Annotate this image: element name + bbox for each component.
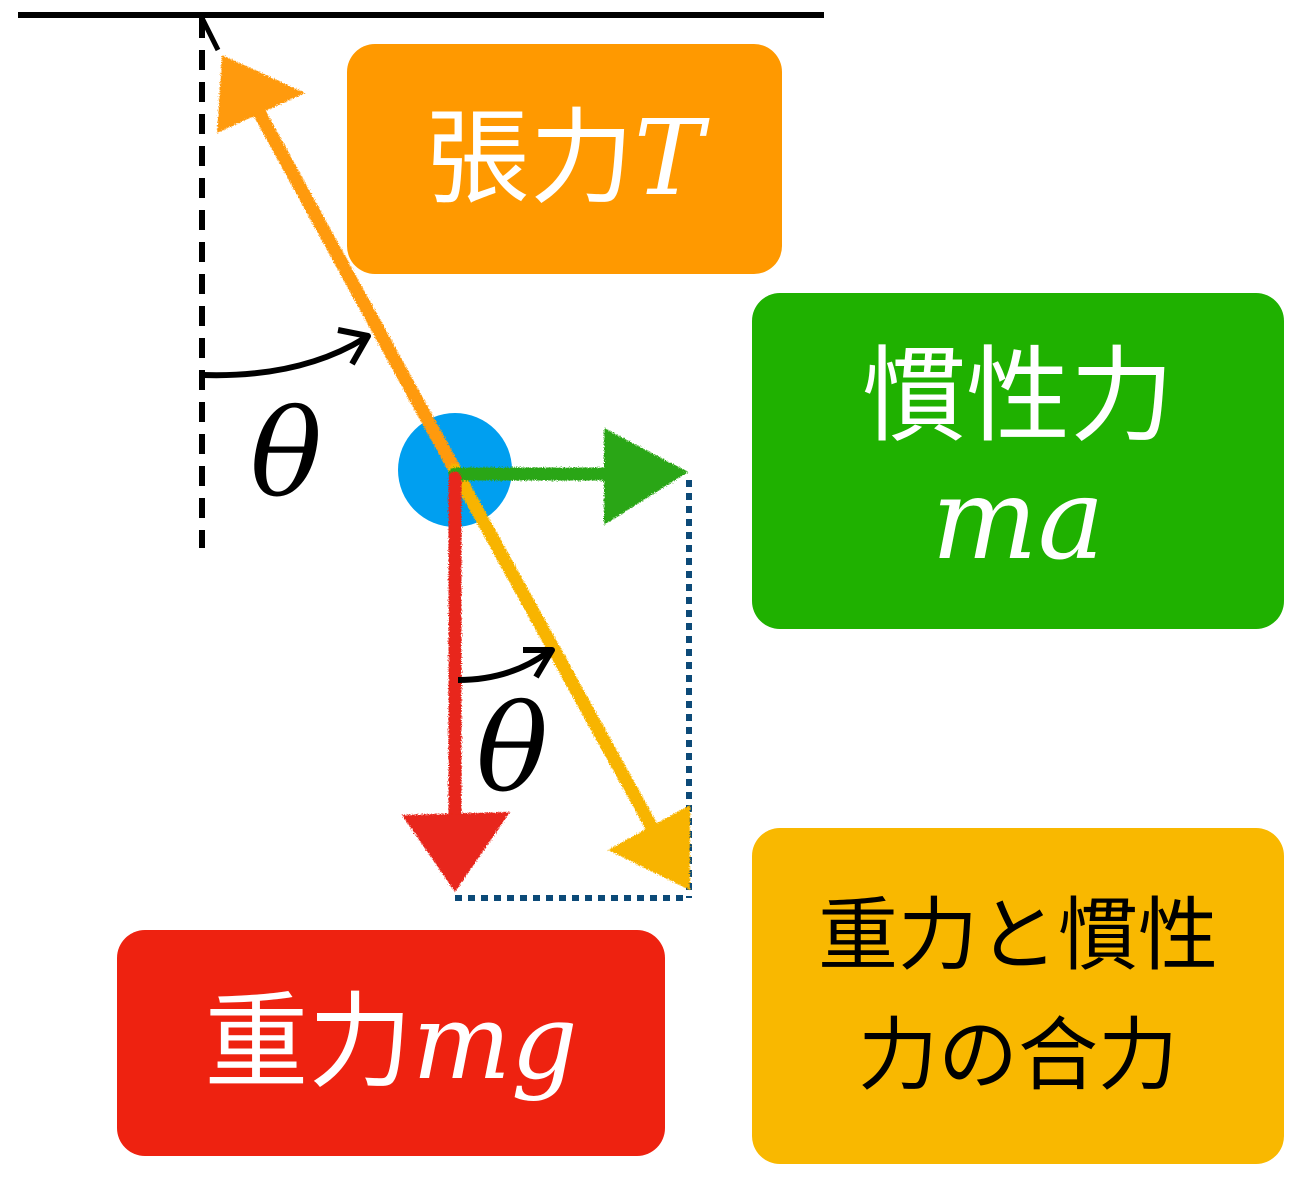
upper-angle-arc — [202, 327, 371, 379]
gravity-label-jp: 重力 — [204, 981, 413, 1104]
gravity-arrow — [402, 471, 510, 892]
gravity-label-symbol: mg — [412, 981, 578, 1104]
inertial-force-label-jp: 慣性力 — [861, 334, 1174, 457]
tension-label-text: 張力T — [425, 97, 704, 220]
lower-angle-arc — [457, 647, 555, 683]
angle-theta-upper: θ — [250, 385, 323, 524]
tension-label-jp: 張力 — [425, 97, 634, 220]
resultant-label-line2: 力の合力 — [858, 1009, 1178, 1102]
resultant-label-box: 重力と慣性 力の合力 — [752, 828, 1284, 1164]
resultant-label-line1: 重力と慣性 — [818, 889, 1218, 982]
gravity-label-text: 重力mg — [204, 981, 578, 1104]
string-attachment — [199, 16, 221, 52]
gravity-label-box: 重力mg — [117, 930, 665, 1156]
tension-label-box: 張力T — [347, 44, 782, 274]
resultant-arrow — [448, 463, 690, 890]
tension-label-symbol: T — [633, 97, 704, 220]
inertial-force-label-box: 慣性力 ma — [752, 293, 1284, 629]
inertial-force-label-symbol: ma — [931, 455, 1105, 586]
angle-theta-lower: θ — [476, 680, 549, 819]
inertial-force-arrow — [448, 428, 688, 525]
tension-arrow — [217, 55, 462, 477]
